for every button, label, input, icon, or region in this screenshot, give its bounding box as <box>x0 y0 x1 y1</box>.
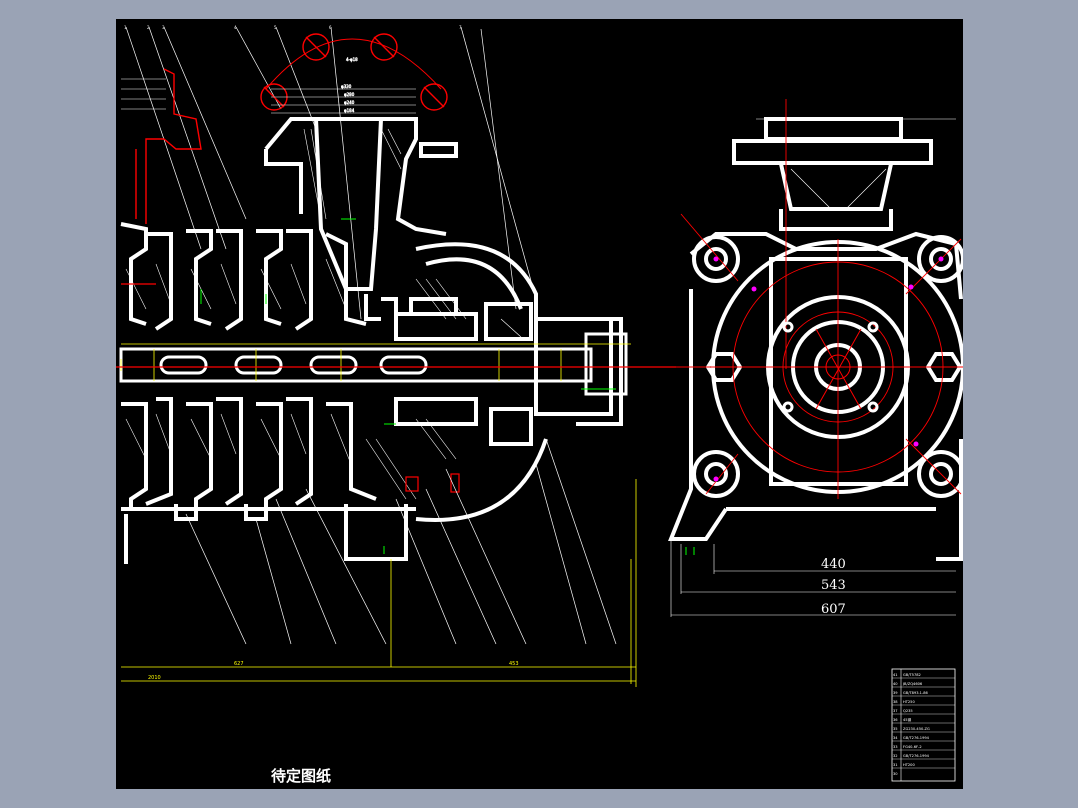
end-view-flange-lines <box>756 118 956 210</box>
shaft-yellow-marks <box>120 343 631 381</box>
bearing-hatch <box>415 278 522 460</box>
table-row-no: 34 <box>893 736 898 740</box>
table-row-text: 45钢 <box>903 717 912 722</box>
svg-text:4-φ18: 4-φ18 <box>346 57 358 62</box>
left-dim-stack <box>121 78 166 110</box>
stage-casings-upper <box>120 222 398 331</box>
svg-text:φ330: φ330 <box>341 84 352 89</box>
dim-607: 607 <box>821 602 846 617</box>
table-row-text: ZG230-450-ZG <box>903 727 930 731</box>
table-row-no: 37 <box>893 709 898 713</box>
bottom-leader-lines <box>185 28 617 645</box>
table-row-no: 33 <box>893 745 898 749</box>
top-leader-lines <box>125 26 537 320</box>
pump-shaft <box>119 332 628 396</box>
table-row-text: GB/T5782 <box>903 673 921 677</box>
hub-detail <box>815 328 862 410</box>
green-accents <box>200 218 616 554</box>
table-row-text: Q235 <box>903 709 913 713</box>
dim-543: 543 <box>821 578 846 593</box>
svg-text:φ240: φ240 <box>344 100 355 105</box>
svg-text:φ184: φ184 <box>344 108 355 113</box>
hole-markers <box>713 256 944 482</box>
parts-table: 41 40 39 38 37 36 35 34 33 32 31 30 GB/T… <box>891 668 956 782</box>
dim-440: 440 <box>821 557 846 572</box>
pump-assembly-drawing: 1 2 3 4 5 6 7 φ330 φ280 φ240 <box>116 25 963 785</box>
table-row-no: 40 <box>893 682 898 686</box>
table-row-text: HT250 <box>903 700 915 704</box>
svg-text:φ280: φ280 <box>344 92 355 97</box>
suction-casing-outline <box>135 68 202 224</box>
svg-text:4: 4 <box>234 25 237 30</box>
table-row-no: 31 <box>893 763 898 767</box>
table-row-no: 32 <box>893 754 898 758</box>
corner-bolt-bosses <box>692 235 963 498</box>
table-row-no: 38 <box>893 700 898 704</box>
table-row-text: GB/T893.1-86 <box>903 691 929 695</box>
dim-2010: 2010 <box>148 675 161 681</box>
drawing-canvas: 1 2 3 4 5 6 7 φ330 φ280 φ240 <box>116 19 963 789</box>
end-view-centerlines <box>676 99 963 499</box>
bottom-dimension-lines <box>121 479 637 687</box>
bottom-dimension-text: 627 453 2010 <box>148 661 519 681</box>
svg-text:5: 5 <box>274 25 277 30</box>
discharge-nozzle <box>264 117 458 291</box>
table-row-no: 39 <box>893 691 898 695</box>
svg-text:7: 7 <box>459 25 462 30</box>
red-detail-marks <box>116 283 676 493</box>
flange-dim-lines: φ330 φ280 φ240 φ184 4-φ18 <box>271 57 416 114</box>
leader-numbers-top: 1 2 3 4 5 6 7 <box>124 25 462 30</box>
svg-text:1: 1 <box>124 25 127 30</box>
parts-table-numbers: 41 40 39 38 37 36 35 34 33 32 31 30 <box>893 673 898 776</box>
table-row-text: FG40-6F-2 <box>903 745 922 749</box>
table-row-text: JB/ZQ4606 <box>902 682 923 686</box>
table-row-no: 30 <box>893 772 898 776</box>
table-row-text: HT200 <box>903 763 915 767</box>
foot-green <box>685 547 695 555</box>
table-row-text: GB/T276-1994 <box>903 736 930 740</box>
foot-dimension-lines <box>670 539 956 617</box>
foot-dimension-labels: 440 543 607 <box>821 557 846 617</box>
drawing-title: 待定图纸 <box>271 767 331 785</box>
table-row-no: 35 <box>893 727 898 731</box>
end-view-flange <box>732 117 933 231</box>
dim-453: 453 <box>509 661 519 667</box>
dim-627: 627 <box>234 661 244 667</box>
end-view: 440 543 607 <box>668 99 963 617</box>
parts-table-rows <box>892 677 955 769</box>
svg-text:3: 3 <box>162 25 165 30</box>
svg-text:6: 6 <box>329 25 332 30</box>
discharge-hatch <box>303 128 402 220</box>
inner-bolts <box>782 321 879 413</box>
table-row-no: 36 <box>893 718 898 722</box>
svg-text:2: 2 <box>147 25 150 30</box>
table-row-no: 41 <box>893 673 898 677</box>
stage-casings-lower <box>121 397 416 564</box>
table-row-text: GB/T276-1994 <box>903 754 930 758</box>
stage-hatch-lower <box>125 413 417 500</box>
parts-table-texts: GB/T5782 JB/ZQ4606 GB/T893.1-86 HT250 Q2… <box>902 673 930 767</box>
section-view: 1 2 3 4 5 6 7 φ330 φ280 φ240 <box>116 25 676 687</box>
flange-bolt-circles <box>260 33 448 111</box>
